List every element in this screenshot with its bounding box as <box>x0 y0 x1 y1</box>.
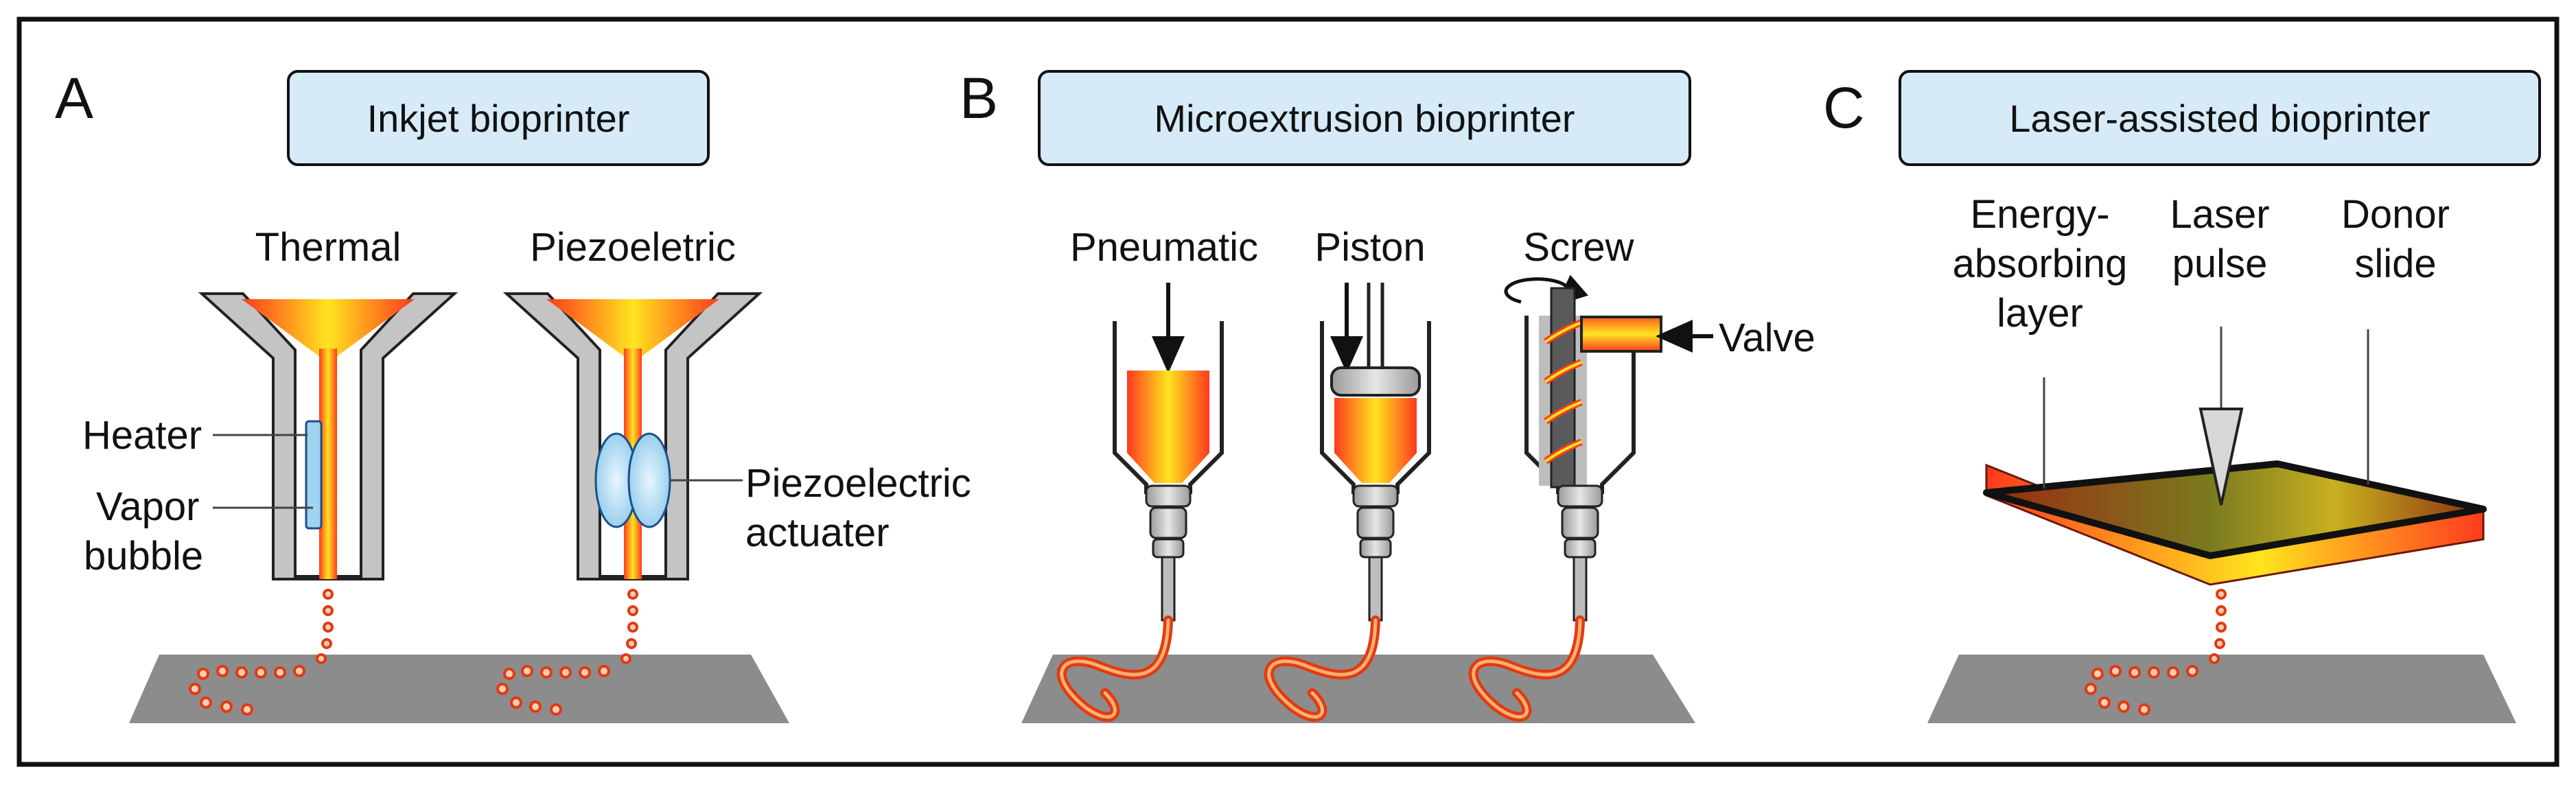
energy-label-1: Energy- <box>1970 192 2109 237</box>
laser-pulse-cone <box>2198 408 2244 506</box>
pneumatic-syringe <box>1113 283 1224 622</box>
panel-b: B Microextrusion bioprinter Pneumatic Pi… <box>960 66 1815 723</box>
piston-label: Piston <box>1314 225 1425 270</box>
donor-slide <box>1983 460 2487 586</box>
panel-c: C Laser-assisted bioprinter Energy- abso… <box>1823 70 2541 723</box>
panel-b-letter: B <box>960 66 998 130</box>
heater-label: Heater <box>82 413 202 458</box>
thermal-label: Thermal <box>255 225 402 270</box>
panel-b-title: Microextrusion bioprinter <box>1154 97 1575 140</box>
thermal-droplets <box>189 589 334 716</box>
panel-a: A Inkjet bioprinter Thermal Piezoeletric… <box>55 66 971 723</box>
laser-label-2: pulse <box>2172 242 2268 286</box>
vapor-label-1: Vapor <box>96 484 199 529</box>
piezo-nozzle <box>502 292 763 580</box>
panel-a-title-box <box>287 70 710 166</box>
extruded-filaments <box>1056 615 1585 722</box>
laser-label-1: Laser <box>2170 192 2269 237</box>
donor-label-1: Donor <box>2341 192 2450 237</box>
energy-label-2: absorbing <box>1953 242 2128 286</box>
panel-b-title-box <box>1038 70 1691 166</box>
piezo-type-label: Piezoeletric <box>530 225 736 270</box>
piston-syringe <box>1320 283 1431 622</box>
energy-label-3: layer <box>1997 291 2083 336</box>
piezo-actuator-label-1: Piezoelectric <box>745 461 971 506</box>
valve <box>1580 316 1662 353</box>
valve-label: Valve <box>1719 316 1815 360</box>
panel-c-title-box <box>1899 70 2541 166</box>
panel-c-title: Laser-assisted bioprinter <box>2009 97 2430 140</box>
pneumatic-label: Pneumatic <box>1070 225 1258 270</box>
vapor-label-2: bubble <box>84 534 203 578</box>
heater-element <box>305 420 323 530</box>
thermal-nozzle <box>198 292 459 580</box>
laser-droplets <box>2085 589 2227 716</box>
screw-label: Screw <box>1523 225 1634 270</box>
energy-absorbing-layer <box>1983 460 2487 559</box>
screw-syringe <box>1504 274 1713 622</box>
panel-a-platform <box>129 655 789 723</box>
piezo-actuator-label-2: actuater <box>745 510 890 555</box>
panel-a-letter: A <box>55 66 93 130</box>
donor-label-2: slide <box>2354 242 2436 286</box>
panel-a-title: Inkjet bioprinter <box>367 97 630 140</box>
panel-c-platform <box>1927 655 2516 723</box>
piezo-actuator-right <box>627 432 671 528</box>
panel-c-letter: C <box>1823 75 1865 140</box>
piezo-droplets <box>496 589 638 716</box>
